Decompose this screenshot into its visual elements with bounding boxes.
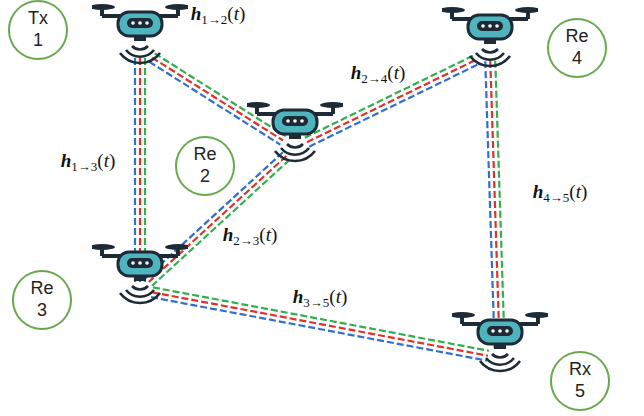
drone-icon xyxy=(247,98,343,168)
drone-icon xyxy=(92,240,188,310)
channel-label: h4→5(t) xyxy=(531,181,590,206)
channel-link xyxy=(149,53,285,144)
label-part: 3→5 xyxy=(303,295,329,310)
channel-label: h3→5(t) xyxy=(291,286,350,311)
channel-label: h2→3(t) xyxy=(221,224,280,249)
label-part: h xyxy=(533,181,544,202)
channel-label: h1→3(t) xyxy=(59,150,118,175)
node-label: Re 3 xyxy=(30,278,53,321)
node-ellipse: Re 3 xyxy=(12,270,72,329)
label-part: ( xyxy=(569,181,575,202)
antenna-hub xyxy=(128,42,152,58)
channel-strand xyxy=(144,58,146,282)
node-label: Rx 5 xyxy=(569,359,591,402)
relay-node: Re 4 xyxy=(442,3,607,78)
drone-icon xyxy=(92,0,188,70)
antenna-hub xyxy=(478,45,502,61)
channel-strand xyxy=(307,59,478,142)
antenna-hub xyxy=(283,140,307,156)
node-ellipse: Tx 1 xyxy=(8,0,68,59)
label-part: 1→3 xyxy=(71,159,97,174)
drone-icon xyxy=(452,308,548,378)
relay-node: Re 3 xyxy=(12,240,188,330)
channel-strand xyxy=(495,61,504,350)
node-label: Tx 1 xyxy=(28,8,48,51)
channel-strand xyxy=(485,61,494,350)
label-part: 4→5 xyxy=(543,190,569,205)
channel-link xyxy=(151,287,489,360)
label-part: 2→4 xyxy=(361,71,387,86)
channel-strand xyxy=(490,61,499,350)
label-part: t xyxy=(104,150,109,171)
label-part: ( xyxy=(329,286,335,307)
label-part: ) xyxy=(109,150,115,171)
drone-icon xyxy=(89,244,191,303)
label-part: t xyxy=(394,62,399,83)
channel-strand xyxy=(155,53,286,136)
channel-link xyxy=(305,54,480,146)
channel-strand xyxy=(305,54,476,137)
label-part: h xyxy=(191,3,202,24)
label-part: h xyxy=(293,286,304,307)
label-part: h xyxy=(61,150,72,171)
channel-strand xyxy=(152,58,283,141)
drone-icon xyxy=(89,4,191,63)
channel-link xyxy=(135,58,145,282)
label-part: ( xyxy=(97,150,103,171)
label-part: 2→3 xyxy=(233,233,259,248)
label-part: h xyxy=(351,62,362,83)
label-part: t xyxy=(336,286,341,307)
label-part: ( xyxy=(259,224,265,245)
channel-link xyxy=(485,61,504,350)
label-part: ( xyxy=(227,3,233,24)
relay-node: Rx 5 xyxy=(452,308,610,411)
label-part: ) xyxy=(341,286,347,307)
label-part: t xyxy=(576,181,581,202)
channel-strand xyxy=(152,292,488,355)
node-label: Re 4 xyxy=(565,26,588,69)
label-part: ) xyxy=(271,224,277,245)
channel-strand xyxy=(139,58,141,282)
drone-icon xyxy=(244,102,346,161)
label-part: 1→2 xyxy=(201,12,227,27)
label-part: ) xyxy=(399,62,405,83)
drone-icon xyxy=(449,312,551,371)
node-ellipse: Re 2 xyxy=(175,136,235,195)
node-ellipse: Re 4 xyxy=(547,18,607,77)
drone-icon xyxy=(439,7,541,66)
antenna-hub xyxy=(488,350,512,366)
drone-icon xyxy=(442,3,538,73)
node-ellipse: Rx 5 xyxy=(550,351,610,410)
label-part: ( xyxy=(387,62,393,83)
label-part: t xyxy=(234,3,239,24)
channel-label: h2→4(t) xyxy=(349,62,408,87)
channel-strand xyxy=(134,58,136,282)
label-part: ) xyxy=(581,181,587,202)
node-label: Re 2 xyxy=(193,144,216,187)
channel-label: h1→2(t) xyxy=(189,3,248,28)
label-part: ) xyxy=(239,3,245,24)
label-part: h xyxy=(223,224,234,245)
antenna-hub xyxy=(128,282,152,298)
label-part: t xyxy=(266,224,271,245)
relay-node: Re 2 xyxy=(175,98,343,196)
relay-node: Tx 1 xyxy=(8,0,188,70)
channel-strand xyxy=(153,287,489,350)
